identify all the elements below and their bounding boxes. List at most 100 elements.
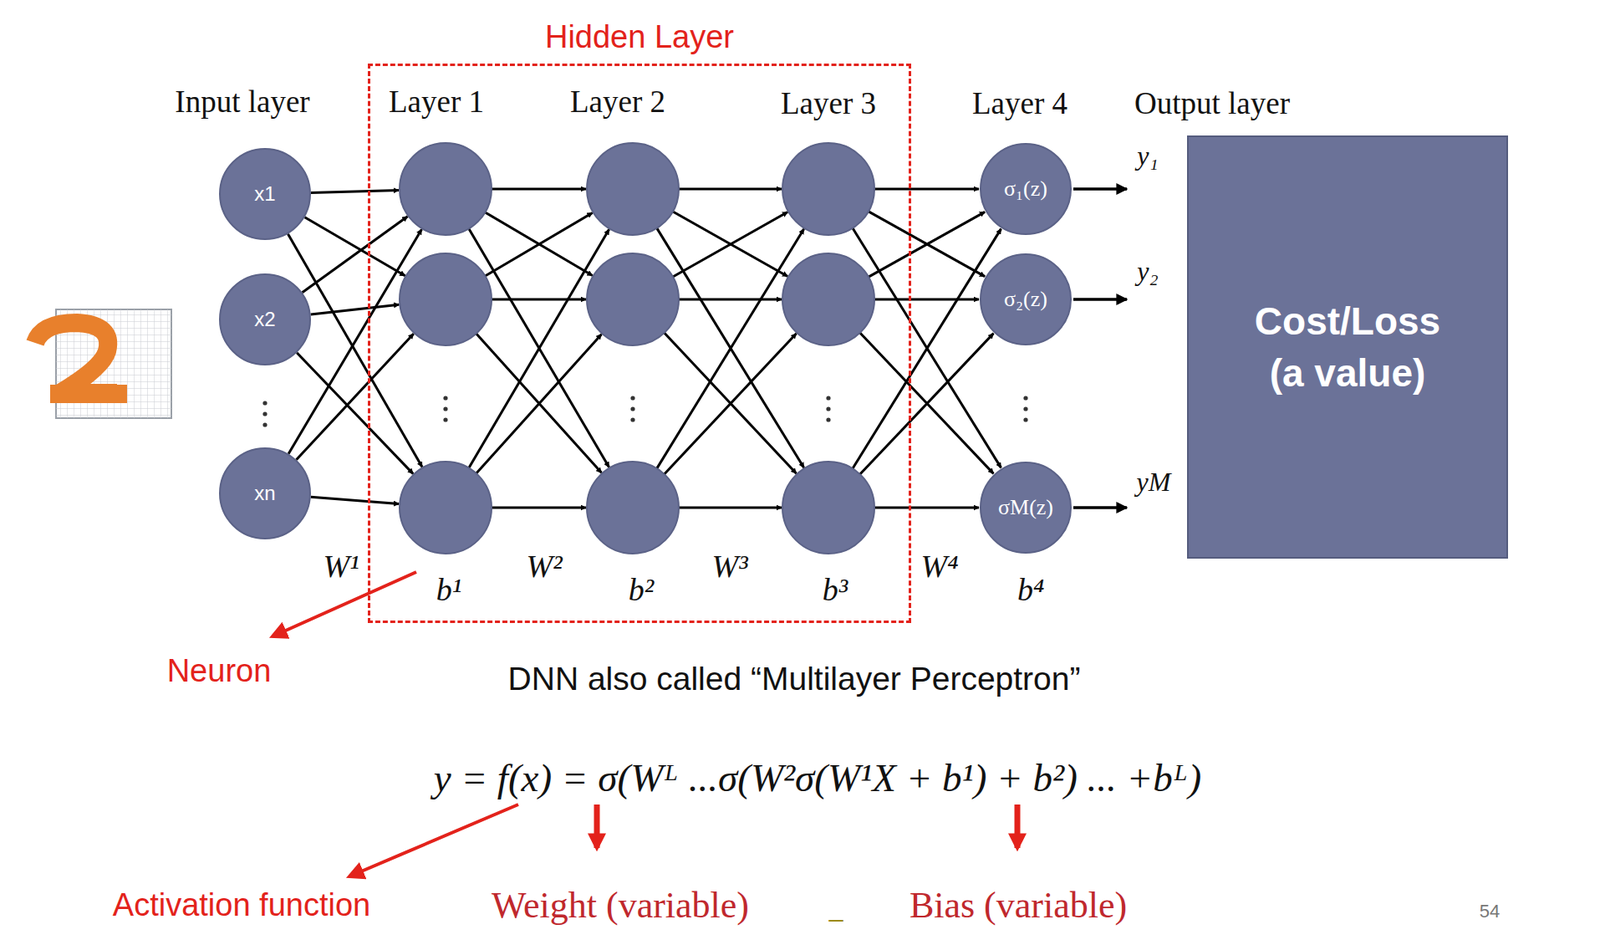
weight-line	[476, 334, 602, 474]
output-symbol: y₁	[1136, 140, 1158, 172]
neuron-circle	[399, 253, 492, 346]
bias-symbol: b²	[628, 571, 654, 609]
layer-title: Input layer	[174, 84, 310, 121]
weight-line	[305, 217, 406, 276]
weight-line	[874, 506, 979, 510]
neuron-label: σ₂(z)	[1003, 286, 1048, 312]
output-arrow	[1073, 297, 1127, 301]
weight-line	[491, 188, 586, 191]
layer-title: Layer 3	[780, 86, 877, 123]
neuron-label: xn	[254, 481, 276, 505]
weight-line	[310, 304, 400, 315]
weight-line	[288, 229, 422, 454]
output-neuron: σM(z)	[979, 461, 1072, 554]
weight-symbol: W¹	[322, 548, 359, 586]
ellipsis-dot	[630, 406, 635, 411]
formula: y = f(x) = σ(Wᴸ ...σ(W²σ(W¹X + b¹) + b²)…	[433, 754, 1202, 800]
page-number: 54	[1479, 900, 1500, 922]
weight-line	[868, 211, 985, 277]
digit-image	[35, 309, 172, 418]
bias-symbol: b¹	[436, 571, 462, 609]
underscore-mark: _	[829, 893, 844, 923]
weight-line	[476, 333, 602, 473]
digit-base	[50, 384, 128, 403]
ellipsis-dot	[825, 406, 831, 411]
digit-two	[35, 322, 118, 393]
ellipsis-dot	[825, 395, 831, 400]
callout-arrows	[272, 571, 1018, 877]
output-arrow	[1073, 505, 1127, 510]
ellipsis-dot	[262, 400, 267, 405]
output-arrow	[1073, 187, 1127, 191]
ellipsis-dot	[1023, 417, 1028, 422]
ellipsis-dot	[443, 417, 448, 422]
neuron-circle	[399, 142, 492, 235]
box-title: Cost/Loss (a value)	[1234, 295, 1461, 399]
weight-line	[672, 212, 788, 277]
ellipsis-dot	[630, 417, 635, 422]
input-neuron: x2	[219, 273, 311, 366]
weight-line	[484, 212, 592, 276]
ellipsis-dot	[825, 417, 831, 422]
weight-line	[491, 298, 586, 301]
neuron-circle	[586, 461, 679, 554]
layer-title: Layer 4	[972, 86, 1068, 123]
bias-symbol: b³	[822, 571, 848, 609]
callout-label: Neuron	[167, 652, 272, 690]
ellipsis-dot	[1023, 395, 1028, 400]
layer-title: Layer 1	[388, 84, 485, 121]
output-symbol: y₂	[1136, 255, 1158, 287]
neuron-circle	[782, 253, 875, 346]
input-neuron: xn	[219, 447, 311, 540]
weight-line	[491, 506, 586, 510]
ellipsis-dot	[262, 422, 267, 427]
weight-line	[310, 496, 399, 504]
weight-line	[672, 211, 788, 276]
weight-line	[874, 298, 979, 301]
weight-line	[678, 298, 782, 301]
weight-line	[310, 190, 399, 194]
weight-line	[664, 332, 797, 474]
weight-line	[484, 212, 592, 276]
bias-symbol: b⁴	[1017, 571, 1045, 609]
output-neuron: σ₁(z)	[979, 142, 1072, 235]
weight-connections	[262, 188, 1127, 508]
output-neuron: σ₂(z)	[979, 253, 1072, 346]
ellipsis-dot	[1023, 406, 1028, 411]
neuron-label: x1	[254, 182, 276, 206]
hidden-layer-box: Hidden Layer	[367, 63, 912, 623]
neuron-circle	[782, 461, 875, 554]
weight-line	[287, 234, 423, 468]
callout-label: Bias (variable)	[909, 884, 1127, 928]
group-heading: Hidden Layer	[370, 19, 909, 56]
output-symbol: yM	[1136, 466, 1172, 498]
weight-line	[296, 352, 413, 474]
weight-line	[868, 211, 985, 277]
ellipsis-dot	[262, 411, 267, 416]
weight-line	[295, 333, 413, 460]
weight-line	[874, 188, 979, 191]
ellipsis-dot	[443, 395, 448, 400]
neuron-circle	[586, 142, 679, 235]
layer-title: Output layer	[1134, 86, 1290, 123]
neuron-label: x2	[254, 307, 276, 332]
weight-line	[678, 506, 782, 510]
callout-label: Weight (variable)	[491, 884, 750, 928]
callout-label: Activation function	[112, 886, 371, 924]
cost-box: Cost/Loss (a value)	[1187, 135, 1509, 559]
weight-symbol: W²	[525, 548, 562, 586]
weight-symbol: W³	[711, 548, 748, 586]
weight-line	[664, 333, 797, 474]
ellipsis-dot	[443, 406, 448, 411]
neuron-circle	[586, 253, 679, 346]
neuron-label: σ₁(z)	[1003, 176, 1048, 202]
layer-title: Layer 2	[570, 84, 666, 121]
weight-line	[860, 333, 994, 474]
neuron-label: σM(z)	[998, 494, 1054, 520]
hidden-neurons	[399, 142, 875, 554]
neuron-circle	[782, 142, 875, 235]
activation-leader	[349, 804, 519, 877]
neuron-circle	[399, 461, 492, 554]
caption-text: DNN also called “Multilayer Perceptron”	[508, 660, 1081, 699]
input-neuron: x1	[219, 147, 311, 240]
